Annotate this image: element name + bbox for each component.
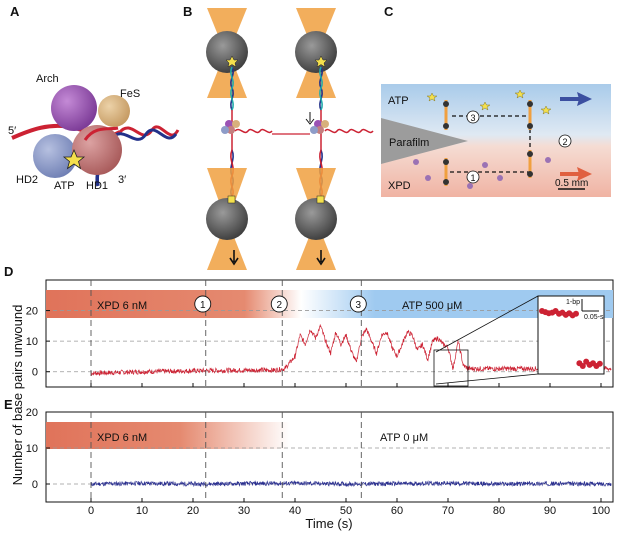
arrow-down-left-icon: [229, 250, 239, 266]
panel-d: D XPD 6 nM ATP 500 μM 1 2 3 0 10 20 1-bp 0.0…: [4, 264, 614, 388]
atp-star-icon: [62, 148, 86, 170]
panel-d-condition-bar: [46, 290, 613, 318]
panel-d-trace: [91, 324, 612, 377]
label-five-prime: 5′: [8, 125, 16, 137]
star-top-left-icon: [225, 55, 239, 68]
panel-d-ytick-label: 20: [26, 306, 38, 318]
panel-d-bar-left: XPD 6 nM: [97, 300, 147, 312]
flow-arrow-bottom-icon: [577, 167, 592, 181]
panel-e-event-lines: [90, 412, 362, 502]
panel-e-bar-left: XPD 6 nM: [97, 432, 147, 444]
bead-bottom-left: [206, 198, 248, 240]
panel-d-ytick-label: 0: [32, 367, 38, 379]
bead-top-right: [295, 31, 337, 73]
panel-e-xtick-label: 70: [442, 505, 454, 517]
panel-e-ytick-label: 0: [32, 479, 38, 491]
panel-d-series-line: [91, 324, 612, 377]
panel-e: E XPD 6 nM ATP 0 μM 0 10 20 0 10 20 30 40 50 60 7…: [4, 383, 614, 517]
panel-b: B: [183, 4, 374, 270]
tweezer-setup-left: [206, 8, 300, 270]
star-top-right-icon: [314, 55, 328, 68]
panel-e-xtick-label: 60: [391, 505, 403, 517]
label-hd2: HD2: [16, 174, 38, 186]
trap-glyphs: [443, 100, 533, 186]
panel-e-ytick-label: 20: [26, 407, 38, 419]
step-markers: 1 2 3: [466, 110, 572, 184]
panel-e-xtick-label: 30: [238, 505, 250, 517]
step-marker-3: 3: [470, 113, 475, 123]
flow-arrow-top-icon: [577, 92, 592, 106]
x-axis-label: Time (s): [305, 516, 352, 531]
bead-bottom-right: [295, 198, 337, 240]
trap-path: [450, 115, 531, 173]
step-marker-2: 2: [562, 137, 567, 147]
panel-e-xtick-label: 80: [493, 505, 505, 517]
panel-e-condition-bar: [46, 422, 290, 449]
panel-d-marker: [270, 295, 288, 313]
panel-a: A Arch FeS 5′ HD2 HD1 ATP 3′: [8, 4, 180, 192]
panel-e-xtick-label: 40: [289, 505, 301, 517]
panel-e-ytick-label: 10: [26, 443, 38, 455]
panel-d-marker-label: 1: [200, 300, 206, 311]
panel-e-trace: [91, 480, 612, 488]
inset-scale-y: 1-bp: [566, 299, 580, 306]
panel-d-marker-label: 2: [276, 300, 282, 311]
inset-scale-x: 0.05-s: [584, 314, 604, 321]
inset-point: [579, 363, 586, 369]
panel-d-bar-right: ATP 500 μM: [402, 300, 462, 312]
panel-d-marker: [194, 295, 212, 313]
xpd-molecules: [413, 157, 551, 189]
panel-e-xtick-label: 90: [544, 505, 556, 517]
panel-a-letter: A: [10, 4, 20, 19]
inset-points: [539, 308, 603, 369]
panel-e-bar-right: ATP 0 μM: [380, 432, 428, 444]
label-arch: Arch: [36, 73, 59, 85]
panel-e-xtick-label: 20: [187, 505, 199, 517]
hd2-domain: [33, 134, 77, 178]
parafilm-wedge: [381, 118, 468, 164]
label-hd1: HD1: [86, 180, 108, 192]
panel-e-yticks: 0 10 20: [26, 407, 50, 491]
inset: 1-bp 0.05-s: [433, 295, 605, 387]
panel-d-marker: [349, 295, 367, 313]
panel-e-xtick-label: 10: [136, 505, 148, 517]
panel-b-letter: B: [183, 4, 192, 19]
atp-stars: [426, 89, 552, 115]
panel-e-letter: E: [4, 397, 13, 412]
scale-bar-label: 0.5 mm: [555, 178, 588, 189]
panel-c-letter: C: [384, 4, 394, 19]
panel-e-xtick-label: 50: [340, 505, 352, 517]
label-atp-channel: ATP: [388, 95, 409, 107]
panel-d-event-lines: [90, 280, 362, 387]
tweezer-setup-right: [295, 8, 374, 270]
label-xpd-channel: XPD: [388, 180, 411, 192]
label-atp: ATP: [54, 180, 75, 192]
y-axis-label: Number of base pairs unwound: [10, 305, 25, 486]
panel-e-series-line: [91, 480, 612, 488]
panel-d-markers: 1 2 3: [194, 295, 367, 313]
label-fes: FeS: [120, 88, 140, 100]
label-parafilm: Parafilm: [389, 137, 429, 149]
panel-e-xtick-label: 100: [592, 505, 610, 517]
panel-d-yticks: 0 10 20: [26, 306, 50, 379]
hd1-domain: [72, 125, 122, 175]
panel-d-ytick-label: 10: [26, 336, 38, 348]
panel-d-grid: [46, 310, 613, 373]
inset-point: [573, 310, 579, 317]
arch-domain: [51, 85, 97, 131]
panel-e-xticks: 0 10 20 30 40 50 60 70 80 90 100: [88, 383, 610, 517]
panel-c: C Parafilm ATP XPD: [381, 4, 611, 197]
panel-d-letter: D: [4, 264, 13, 279]
bead-top-left: [206, 31, 248, 73]
panel-e-xtick-label: 0: [88, 505, 94, 517]
label-three-prime: 3′: [118, 174, 126, 186]
fes-domain: [98, 95, 130, 127]
step-marker-1: 1: [470, 173, 475, 183]
panel-d-marker-label: 3: [356, 300, 362, 311]
inset-point: [596, 360, 603, 367]
arrow-down-right-icon: [316, 250, 326, 266]
